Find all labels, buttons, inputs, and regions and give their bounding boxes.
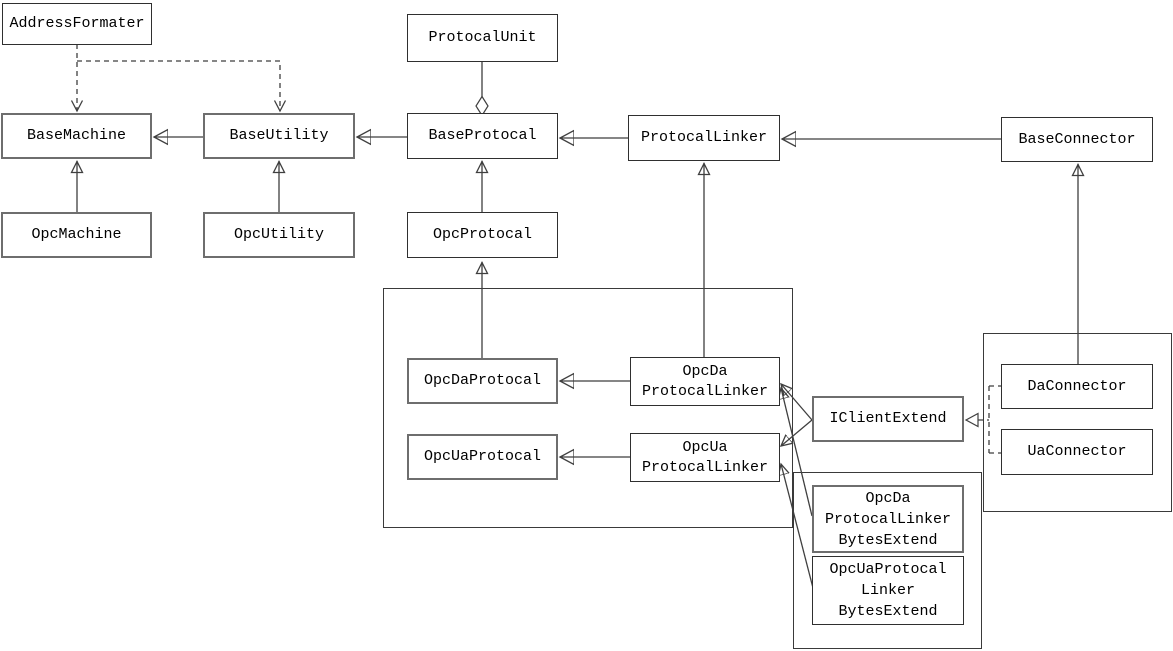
class-opc-ua-protocal-linker-bytes-extend: OpcUaProtocal Linker BytesExtend xyxy=(812,556,964,625)
class-protocal-unit: ProtocalUnit xyxy=(407,14,558,62)
edge-assoc-iclientextend-opcdaprotocallinker xyxy=(781,384,813,421)
class-address-formater: AddressFormater xyxy=(2,3,152,45)
class-opc-machine: OpcMachine xyxy=(1,212,152,258)
edge-assoc-iclientextend-opcuaprotocallinker xyxy=(781,419,813,446)
edge-dependency-addressformater-baseutility xyxy=(77,60,287,113)
edge-assoc-opcdabytesextend-opcdaprotocallinker xyxy=(781,388,813,517)
class-protocal-linker: ProtocalLinker xyxy=(628,115,780,161)
class-opc-da-protocal-linker-bytes-extend: OpcDa ProtocalLinker BytesExtend xyxy=(812,485,964,553)
realization-hollow-triangle-icon xyxy=(964,412,979,428)
class-opc-da-protocal: OpcDaProtocal xyxy=(407,358,558,404)
class-ua-connector: UaConnector xyxy=(1001,429,1153,475)
class-opc-da-protocal-linker: OpcDa ProtocalLinker xyxy=(630,357,780,406)
class-i-client-extend: IClientExtend xyxy=(812,396,964,442)
class-opc-ua-protocal: OpcUaProtocal xyxy=(407,434,558,480)
class-opc-utility: OpcUtility xyxy=(203,212,355,258)
class-base-connector: BaseConnector xyxy=(1001,117,1153,162)
class-opc-protocal: OpcProtocal xyxy=(407,212,558,258)
group-opc-protocal-linker-frame xyxy=(383,288,793,528)
class-base-machine: BaseMachine xyxy=(1,113,152,159)
class-da-connector: DaConnector xyxy=(1001,364,1153,409)
class-base-protocal: BaseProtocal xyxy=(407,113,558,159)
class-opc-ua-protocal-linker: OpcUa ProtocalLinker xyxy=(630,433,780,482)
class-base-utility: BaseUtility xyxy=(203,113,355,159)
group-bytes-extend-frame xyxy=(793,472,982,649)
edge-assoc-opcuabytesextend-opcuaprotocallinker xyxy=(781,464,814,589)
